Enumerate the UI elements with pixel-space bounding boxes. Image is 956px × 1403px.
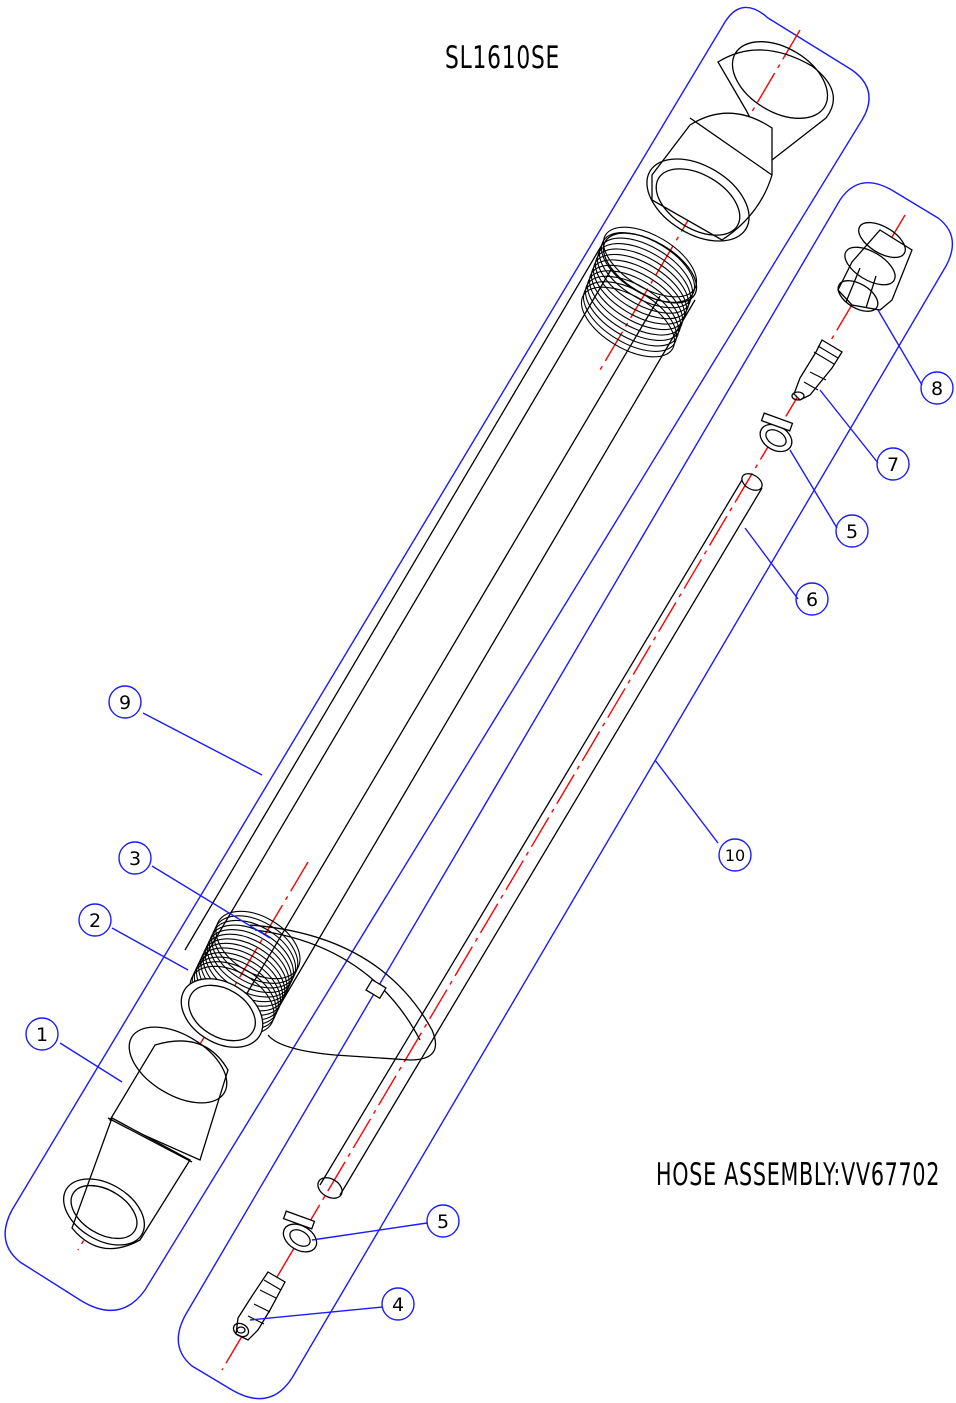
hose-part-6 bbox=[314, 470, 765, 1202]
clamp-lower-part-5 bbox=[278, 1211, 321, 1257]
balloon-8: 8 bbox=[921, 372, 953, 404]
balloon-1: 1 bbox=[26, 1018, 58, 1050]
balloon-label: 4 bbox=[392, 1294, 404, 1316]
balloon-label: 6 bbox=[806, 589, 818, 611]
balloon-3: 3 bbox=[119, 842, 151, 874]
bottom-coupling-part-1 bbox=[52, 1011, 240, 1258]
balloon-10: 10 bbox=[719, 839, 751, 871]
top-coupling bbox=[632, 26, 841, 258]
balloon-label: 7 bbox=[887, 454, 899, 476]
balloon-label: 5 bbox=[437, 1211, 449, 1233]
balloon-label: 8 bbox=[931, 378, 943, 400]
balloon-9: 9 bbox=[109, 686, 141, 718]
pipe-top-thread bbox=[570, 213, 708, 371]
balloon-2: 2 bbox=[79, 904, 111, 936]
balloon-label: 2 bbox=[89, 910, 101, 932]
balloon-7: 7 bbox=[877, 448, 909, 480]
barb-part-7 bbox=[792, 340, 842, 400]
balloon-6: 6 bbox=[796, 583, 828, 615]
fitting-part-8 bbox=[833, 215, 912, 317]
balloon-label: 1 bbox=[36, 1024, 48, 1046]
balloon-label: 10 bbox=[725, 846, 745, 865]
balloon-label: 5 bbox=[846, 521, 858, 543]
leader-lines bbox=[60, 310, 922, 1320]
balloon-5-upper: 5 bbox=[836, 515, 868, 547]
balloon-5-lower: 5 bbox=[427, 1205, 459, 1237]
pipe-part-9 bbox=[185, 243, 695, 1005]
barb-part-4 bbox=[231, 1272, 285, 1340]
balloon-4: 4 bbox=[382, 1288, 414, 1320]
balloon-label: 3 bbox=[129, 848, 141, 870]
balloon-label: 9 bbox=[119, 692, 131, 714]
